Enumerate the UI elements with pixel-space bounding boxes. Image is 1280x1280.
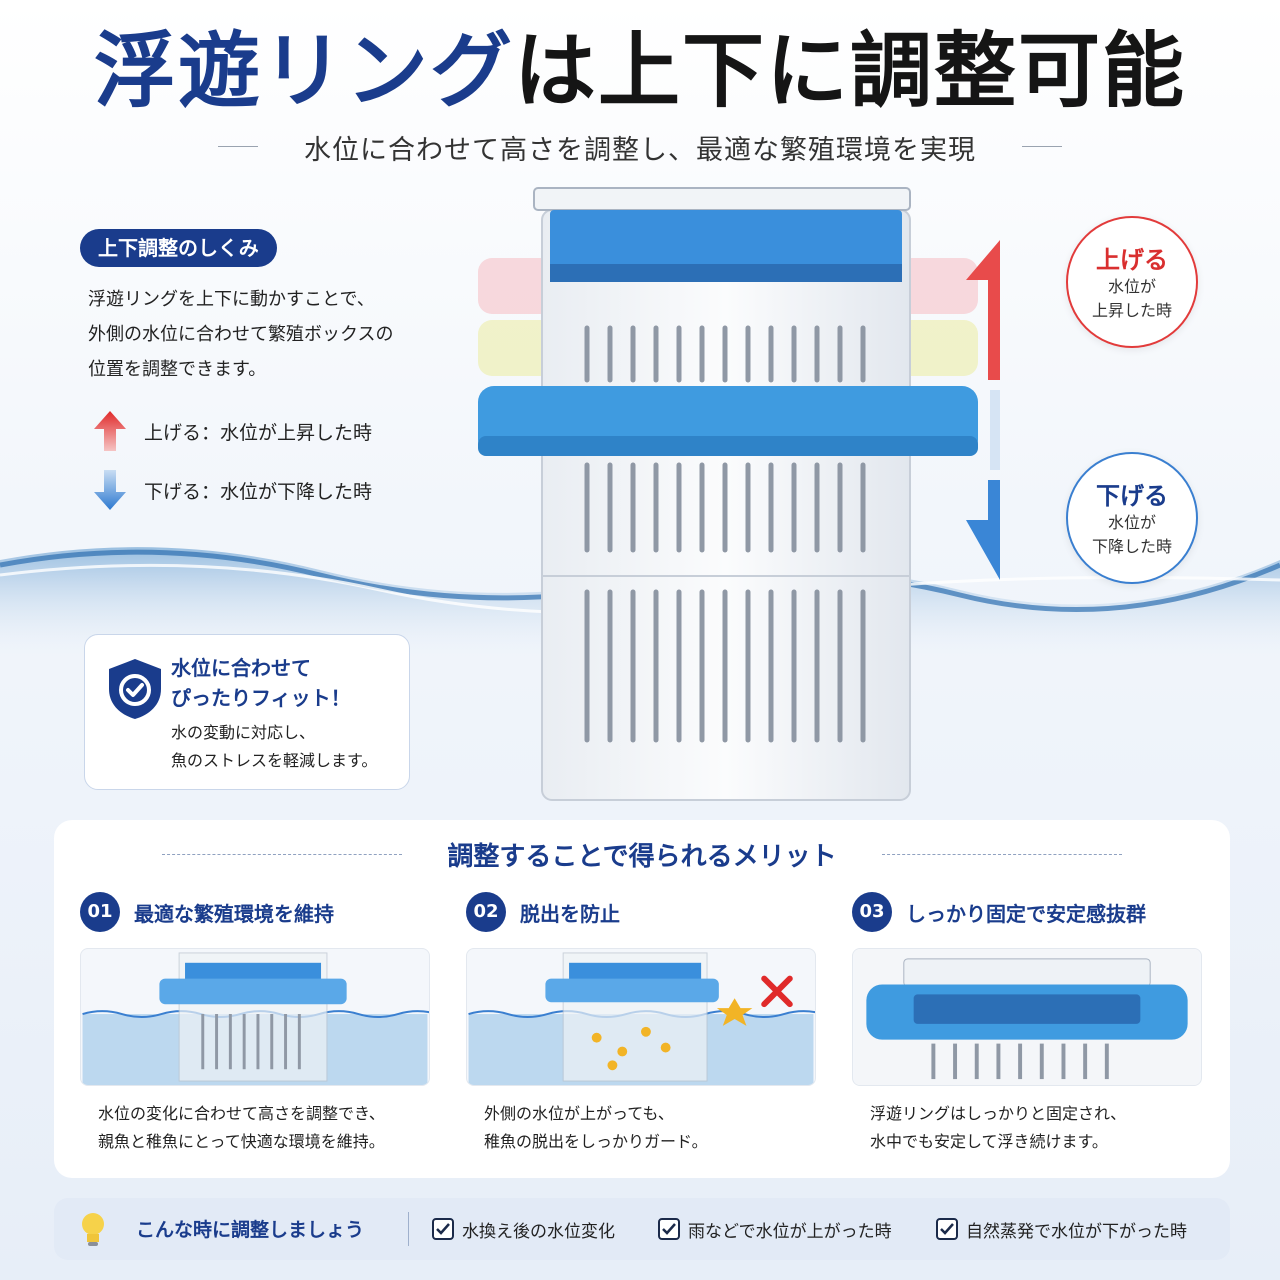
merit-desc-line: 水中でも安定して浮き続けます。 [870,1132,1108,1151]
legend-up-text: 上げる：水位が上昇した時 [144,421,373,444]
merit-title: 脱出を防止 [520,902,620,926]
badge-lower-line: 下降した時 [1091,537,1172,556]
checkbox-checked-icon [432,1218,454,1240]
lightbulb-icon [82,1213,104,1246]
badge-raise-line: 上昇した時 [1091,301,1172,320]
tip-item: 自然蒸発で水位が下がった時 [936,1215,1187,1243]
badge-lower-line: 水位が [1107,513,1156,532]
page-title: 浮遊リングは上下に調整可能 [0,22,1280,122]
merit-desc-line: 外側の水位が上がっても、 [484,1104,674,1123]
tip-text: 自然蒸発で水位が下がった時 [966,1221,1187,1242]
tip-text: 雨などで水位が上がった時 [688,1221,892,1242]
merit-item: 02 脱出を防止 外側の水位が上がっても、 稚魚の脱出をしっかりガード。 [466,892,846,1162]
fit-card-desc: 水の変動に対応し、 魚のストレスを軽減します。 [171,719,377,775]
merit-desc-line: 親魚と稚魚にとって快適な環境を維持。 [98,1132,385,1151]
merit-desc: 外側の水位が上がっても、 稚魚の脱出をしっかりガード。 [484,1100,708,1156]
merit-item: 03 しっかり固定で安定感抜群 浮遊リングはしっかりと固定され、 水中でも安定し… [852,892,1232,1162]
fit-card-desc-line: 魚のストレスを軽減します。 [171,751,378,770]
shield-check-icon [109,659,161,719]
merit-number: 03 [852,892,892,932]
badge-lower-title: 下げる [1096,482,1168,510]
badge-raise-title: 上げる [1096,246,1168,274]
merit-title: しっかり固定で安定感抜群 [906,902,1146,926]
merit-desc: 水位の変化に合わせて高さを調整でき、 親魚と稚魚にとって快適な環境を維持。 [98,1100,385,1156]
badge-lower: 下げる 水位が 下降した時 [1066,452,1198,584]
legend-down-text: 下げる：水位が下降した時 [144,480,373,503]
badge-raise: 上げる 水位が 上昇した時 [1066,216,1198,348]
breeding-box-image [478,187,1000,801]
badge-raise-line: 水位が [1107,277,1156,296]
fit-card-desc-line: 水の変動に対応し、 [171,723,316,742]
up-arrow-icon [94,411,126,451]
tip-text: 水換え後の水位変化 [462,1221,615,1242]
tip-item: 雨などで水位が上がった時 [658,1215,892,1243]
fit-card: 水位に合わせて ぴったりフィット！ 水の変動に対応し、 魚のストレスを軽減します… [84,634,410,790]
mechanism-description: 浮遊リングを上下に動かすことで、 外側の水位に合わせて繁殖ボックスの 位置を調整… [88,282,458,387]
mechanism-line: 浮遊リングを上下に動かすことで、 [88,289,375,310]
checkbox-checked-icon [658,1218,680,1240]
merit-title: 最適な繁殖環境を維持 [134,902,334,926]
merit-desc-line: 浮遊リングはしっかりと固定され、 [870,1104,1127,1123]
tips-label: こんな時に調整しましょう [136,1219,365,1241]
merit-illustration-stable-ring [852,948,1202,1086]
merit-illustration-water-level [80,948,430,1086]
merits-divider-right [882,854,1122,855]
fit-card-title-line: 水位に合わせて [171,656,311,680]
merit-illustration-escape-guard [466,948,816,1086]
tip-item: 水換え後の水位変化 [432,1215,615,1243]
merit-number: 02 [466,892,506,932]
checkbox-checked-icon [936,1218,958,1240]
down-arrow-icon [94,470,126,510]
legend-down: 下げる：水位が下降した時 [92,468,372,512]
subtitle-divider-left [218,146,258,147]
merit-item: 01 最適な繁殖環境を維持 水位の変化に合わせて高さを調整でき、 親魚と稚魚にと… [80,892,460,1162]
title-highlight: 浮遊リング [93,24,514,119]
page-subtitle: 水位に合わせて高さを調整し、最適な繁殖環境を実現 [304,135,976,166]
legend-up: 上げる：水位が上昇した時 [92,409,372,453]
mechanism-line: 位置を調整できます。 [88,359,267,380]
subtitle-divider-right [1022,146,1062,147]
fit-card-title: 水位に合わせて ぴったりフィット！ [171,653,351,713]
merits-panel: 調整することで得られるメリット 01 最適な繁殖環境を維持 水位の変化に合わせて… [54,820,1230,1178]
tips-divider [408,1212,409,1246]
merits-divider-left [162,854,402,855]
merits-heading: 調整することで得られるメリット [447,842,837,872]
merit-number: 01 [80,892,120,932]
mechanism-heading: 上下調整のしくみ [80,229,277,267]
mechanism-line: 外側の水位に合わせて繁殖ボックスの [88,324,394,345]
merit-desc-line: 稚魚の脱出をしっかりガード。 [484,1132,708,1151]
tips-bar: こんな時に調整しましょう 水換え後の水位変化 雨などで水位が上がった時 自然蒸発… [54,1198,1230,1260]
merit-desc-line: 水位の変化に合わせて高さを調整でき、 [98,1104,385,1123]
fit-card-title-line: ぴったりフィット！ [171,686,351,710]
title-rest: は上下に調整可能 [514,24,1187,119]
merit-desc: 浮遊リングはしっかりと固定され、 水中でも安定して浮き続けます。 [870,1100,1126,1156]
